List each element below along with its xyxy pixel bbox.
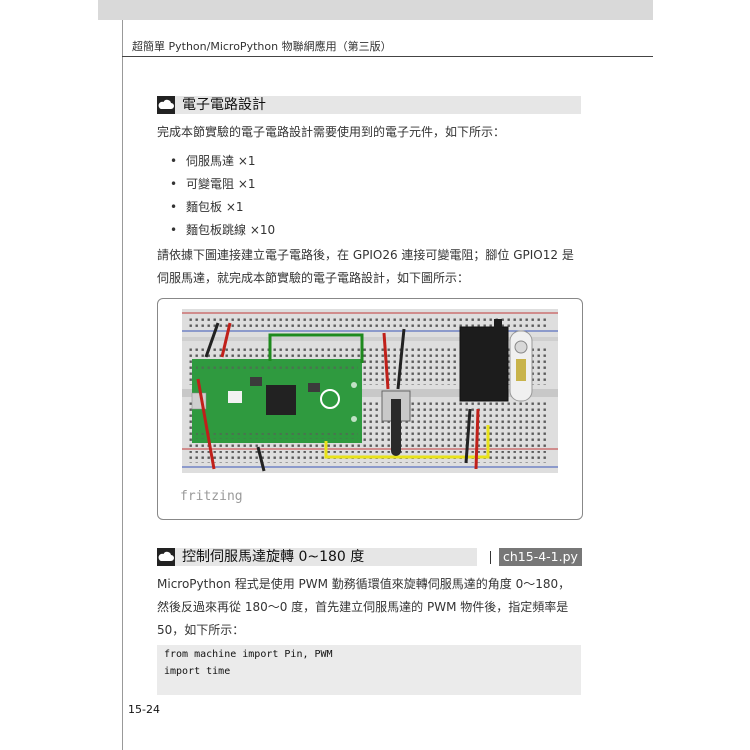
servo-motor bbox=[459, 326, 509, 402]
black-wire bbox=[256, 446, 266, 472]
black-wire bbox=[204, 322, 220, 358]
red-wire bbox=[220, 322, 232, 358]
code-line: from machine import Pin, PWM bbox=[164, 649, 333, 660]
page-number: 15-24 bbox=[128, 703, 160, 716]
code-line: import time bbox=[164, 666, 231, 677]
header-rule bbox=[122, 56, 653, 57]
servo-paragraph-line3: 50，如下所示： bbox=[157, 623, 245, 637]
intro-text: 完成本節實驗的電子電路設計需要使用到的電子元件，如下所示： bbox=[157, 125, 506, 139]
top-bar bbox=[98, 0, 653, 20]
red-wire bbox=[196, 378, 216, 470]
source-file-tag: ch15-4-1.py bbox=[490, 548, 582, 566]
servo-paragraph-line1: MicroPython 程式是使用 PWM 勤務循環值來旋轉伺服馬達的角度 0～… bbox=[157, 577, 571, 591]
circuit-figure: fritzing bbox=[157, 298, 583, 520]
list-item: 可變電阻 ×1 bbox=[170, 173, 275, 196]
black-wire bbox=[464, 408, 472, 464]
source-file-name: ch15-4-1.py bbox=[499, 548, 582, 566]
servo-paragraph-line2: 然後反過來再從 180～0 度，首先建立伺服馬達的 PWM 物件後，指定頻率是 bbox=[157, 600, 569, 614]
component-list: 伺服馬達 ×1 可變電阻 ×1 麵包板 ×1 麵包板跳線 ×10 bbox=[170, 150, 275, 242]
section-heading-servo: 控制伺服馬達旋轉 0~180 度 bbox=[157, 548, 477, 566]
section-heading-circuit: 電子電路設計 bbox=[157, 96, 581, 114]
red-wire bbox=[474, 408, 480, 470]
potentiometer-knob bbox=[391, 399, 401, 451]
rp2040-chip bbox=[266, 385, 296, 415]
circuit-description-line1: 請依據下圖連接建立電子電路後，在 GPIO26 連接可變電阻；腳位 GPIO12… bbox=[157, 248, 574, 262]
raspberry-logo-icon bbox=[320, 389, 340, 409]
fritzing-watermark: fritzing bbox=[180, 489, 243, 504]
section-title: 電子電路設計 bbox=[182, 97, 266, 113]
margin-line bbox=[122, 20, 123, 750]
cloud-icon bbox=[157, 548, 175, 566]
running-head: 超簡單 Python/MicroPython 物聯網應用（第三版） bbox=[132, 40, 392, 53]
black-wire bbox=[396, 328, 406, 390]
red-wire bbox=[382, 332, 390, 390]
circuit-description-line2: 伺服馬達，就完成本節實驗的電子電路設計，如下圖所示： bbox=[157, 271, 470, 285]
yellow-wire bbox=[324, 425, 490, 459]
section-title: 控制伺服馬達旋轉 0~180 度 bbox=[182, 549, 365, 565]
green-wire bbox=[268, 333, 364, 363]
code-block: from machine import Pin, PWM import time bbox=[157, 645, 581, 695]
list-item: 伺服馬達 ×1 bbox=[170, 150, 275, 173]
list-item: 麵包板跳線 ×10 bbox=[170, 219, 275, 242]
list-item: 麵包板 ×1 bbox=[170, 196, 275, 219]
breadboard-diagram bbox=[182, 309, 558, 473]
cloud-icon bbox=[157, 96, 175, 114]
